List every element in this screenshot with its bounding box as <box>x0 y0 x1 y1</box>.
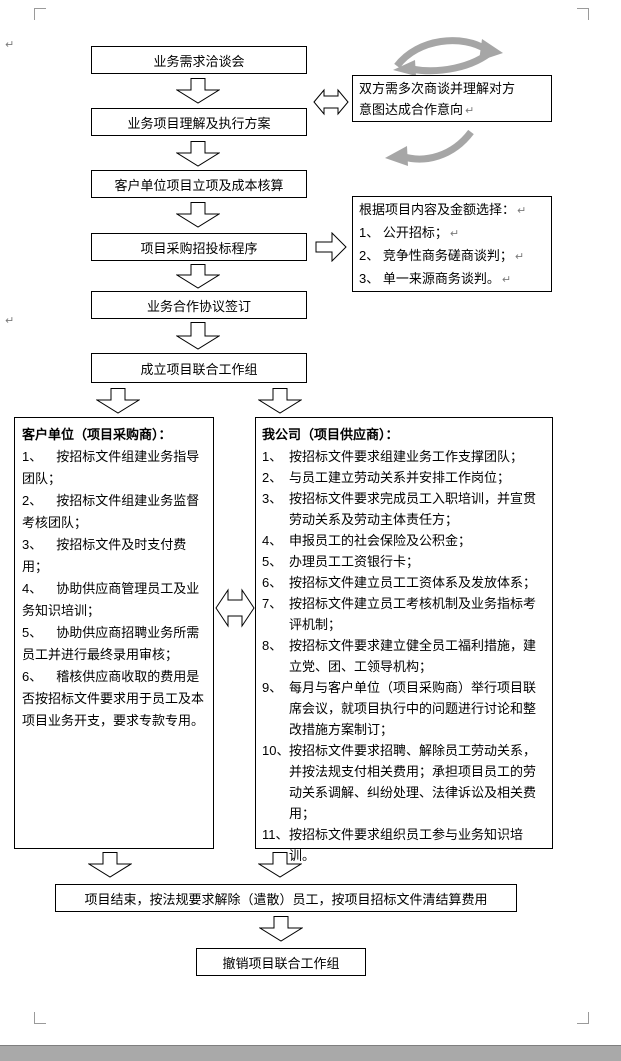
flow-box-workgroup-dissolution-label: 撤销项目联合工作组 <box>222 955 340 971</box>
client-duty-item: 1、按招标文件组建业务指导团队； <box>22 449 200 486</box>
supplier-duty-item: 2、与员工建立劳动关系并安排工作岗位； <box>262 470 511 485</box>
down-block-arrow-2[interactable] <box>176 141 220 167</box>
client-duty-item: 5、协助供应商招聘业务所需员工并进行最终录用审核； <box>22 625 200 662</box>
down-block-arrow-left[interactable] <box>96 388 140 414</box>
flow-box-project-understanding-label: 业务项目理解及执行方案 <box>127 115 271 131</box>
supplier-duty-item: 9、每月与客户单位（项目采购商）举行项目联席会议，就项目执行中的问题进行讨论和整… <box>262 680 537 737</box>
client-box-title: 客户单位（项目采购商）： <box>22 427 172 442</box>
flow-box-agreement-signing-label: 业务合作协议签订 <box>146 298 251 314</box>
flow-box-project-understanding[interactable]: 业务项目理解及执行方案 <box>91 108 307 136</box>
text-boundary-mark-top-right <box>577 8 589 20</box>
negotiation-line-1: 双方需多次商谈并理解对方 <box>359 81 516 96</box>
paragraph-mark-icon: ↵ <box>514 251 525 263</box>
down-block-arrow-3[interactable] <box>176 202 220 228</box>
supplier-duty-item: 5、办理员工工资银行卡； <box>262 554 420 569</box>
supplier-box-title: 我公司（项目供应商）： <box>262 427 399 442</box>
down-block-arrow-1[interactable] <box>176 78 220 104</box>
supplier-duty-item: 11、按招标文件要求组织员工参与业务知识培训。 <box>262 827 524 863</box>
cycle-arrows-top-icon[interactable] <box>383 34 508 76</box>
negotiation-line-2: 意图达成合作意向↵ <box>359 102 475 117</box>
note-box-negotiation[interactable]: 双方需多次商谈并理解对方 意图达成合作意向↵ <box>352 75 552 122</box>
down-block-arrow-5[interactable] <box>176 322 220 350</box>
flow-box-project-end[interactable]: 项目结束，按法规要求解除（遣散）员工，按项目招标文件清结算费用 <box>55 884 517 912</box>
flow-box-agreement-signing[interactable]: 业务合作协议签订 <box>91 291 307 319</box>
note-box-bidding-options[interactable]: 根据项目内容及金额选择：↵ 1、 公开招标；↵ 2、 竞争性商务磋商谈判；↵ 3… <box>352 196 552 292</box>
down-block-arrow-4[interactable] <box>176 264 220 289</box>
down-block-arrow-bottom-left[interactable] <box>88 852 132 878</box>
flow-box-bidding-procedure-label: 项目采购招投标程序 <box>140 240 258 256</box>
flow-box-demand-meeting-label: 业务需求洽谈会 <box>153 53 245 69</box>
bidding-option: 2、 竞争性商务磋商谈判；↵ <box>359 248 525 263</box>
down-block-arrow-final[interactable] <box>259 916 303 942</box>
down-block-arrow-bottom-right[interactable] <box>258 852 302 878</box>
supplier-duty-item: 6、按招标文件建立员工工资体系及发放体系； <box>262 575 537 590</box>
flow-box-demand-meeting[interactable]: 业务需求洽谈会 <box>91 46 307 74</box>
double-arrow-negotiation[interactable] <box>313 88 349 116</box>
client-duty-item: 3、按招标文件及时支付费用； <box>22 537 187 574</box>
flow-box-workgroup-dissolution[interactable]: 撤销项目联合工作组 <box>196 948 366 976</box>
flow-box-project-end-label: 项目结束，按法规要求解除（遣散）员工，按项目招标文件清结算费用 <box>84 891 488 907</box>
supplier-duties-box[interactable]: 我公司（项目供应商）： 1、按招标文件要求组建业务工作支撑团队； 2、与员工建立… <box>255 417 553 863</box>
flow-box-project-approval-label: 客户单位项目立项及成本核算 <box>114 177 284 193</box>
flow-box-project-approval[interactable]: 客户单位项目立项及成本核算 <box>91 170 307 198</box>
paragraph-mark-icon: ↵ <box>465 105 475 117</box>
flow-box-joint-workgroup[interactable]: 成立项目联合工作组 <box>91 353 307 383</box>
down-block-arrow-right[interactable] <box>258 388 302 414</box>
supplier-duty-item: 10、按招标文件要求招聘、解除员工劳动关系，并按法规支付相关费用；承担项目员工的… <box>262 743 537 821</box>
text-boundary-mark-bottom-left <box>34 1012 46 1024</box>
client-duty-item: 4、协助供应商管理员工及业务知识培训； <box>22 581 200 618</box>
paragraph-mark-icon: ↵ <box>449 228 460 240</box>
paragraph-mark-icon: ↵ <box>517 205 527 217</box>
bidding-option: 3、 单一来源商务谈判。↵ <box>359 271 512 286</box>
client-duty-item: 2、按招标文件组建业务监督考核团队； <box>22 493 200 530</box>
supplier-duty-item: 8、按招标文件要求建立健全员工福利措施，建立党、团、工领导机构； <box>262 638 537 674</box>
supplier-duty-item: 1、按招标文件要求组建业务工作支撑团队； <box>262 449 524 464</box>
client-duty-item: 6、稽核供应商收取的费用是否按招标文件要求用于员工及本项目业务开支，要求专款专用… <box>22 669 205 728</box>
double-arrow-cooperation[interactable] <box>215 585 255 631</box>
supplier-duty-item: 3、按招标文件要求完成员工入职培训，并宣贯劳动关系及劳动主体责任方； <box>262 491 537 527</box>
paragraph-mark-icon: ↵ <box>5 39 15 51</box>
page-bottom-gap <box>0 1045 621 1061</box>
supplier-duty-item: 7、按招标文件建立员工考核机制及业务指标考评机制； <box>262 596 537 632</box>
paragraph-mark-icon: ↵ <box>501 274 512 286</box>
text-boundary-mark-bottom-right <box>577 1012 589 1024</box>
bidding-note-title: 根据项目内容及金额选择：↵ <box>359 202 527 217</box>
text-boundary-mark-top-left <box>34 8 46 20</box>
supplier-duty-item: 4、申报员工的社会保险及公积金； <box>262 533 472 548</box>
paragraph-mark-icon: ↵ <box>5 315 15 327</box>
flow-box-joint-workgroup-label: 成立项目联合工作组 <box>140 361 258 377</box>
right-block-arrow-bidding[interactable] <box>315 232 347 262</box>
client-duties-box[interactable]: 客户单位（项目采购商）： 1、按招标文件组建业务指导团队； 2、按招标文件组建业… <box>14 417 214 849</box>
bidding-option: 1、 公开招标；↵ <box>359 225 460 240</box>
curved-arrow-bottom-icon[interactable] <box>383 126 483 168</box>
flow-box-bidding-procedure[interactable]: 项目采购招投标程序 <box>91 233 307 261</box>
